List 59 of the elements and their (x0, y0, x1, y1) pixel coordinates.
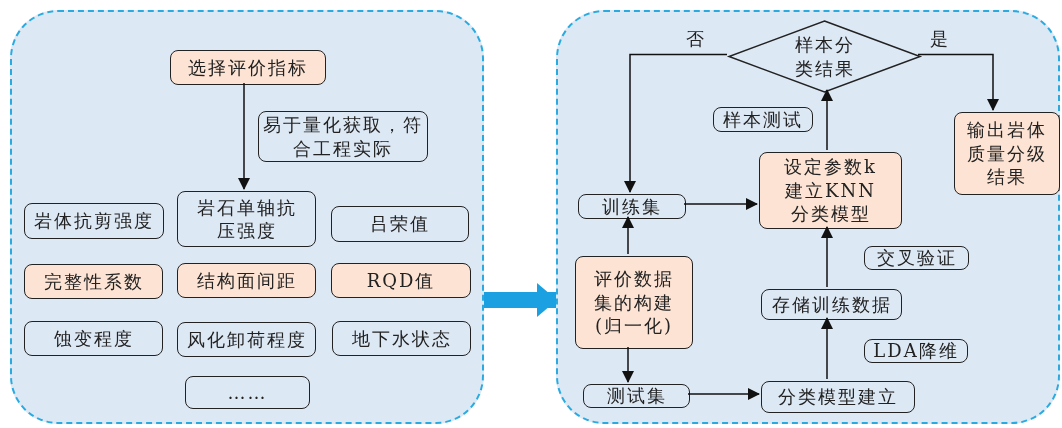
arrow (622, 346, 634, 383)
box-label: 评价数据集的构建(归一化) (593, 267, 675, 338)
text-box (177, 322, 316, 357)
box-label: …… (226, 380, 269, 405)
edge-label: 是 (928, 27, 950, 51)
text-box (24, 321, 163, 356)
text-box (332, 321, 471, 356)
process-box (177, 263, 316, 298)
text-box (761, 289, 902, 320)
text-box (864, 339, 968, 363)
box-label: RQD值 (365, 268, 437, 293)
box-label: 岩石单轴抗压强度 (195, 195, 298, 243)
box-label: 输出岩体质量分级结果 (966, 118, 1048, 189)
box-label: 样本测试 (722, 107, 804, 132)
process-box (575, 256, 693, 349)
box-label: 测试集 (605, 384, 668, 408)
text-box (864, 246, 969, 270)
box-label: 易于量化获取，符合工程实际 (262, 113, 424, 160)
arrow (687, 388, 760, 400)
text-box (185, 376, 310, 409)
text-box (331, 206, 469, 242)
decision-label: 样本分类结果 (793, 33, 856, 80)
box-label: 岩体抗剪强度 (33, 209, 155, 233)
box-label: 地下水状态 (350, 326, 453, 351)
process-box (954, 112, 1060, 195)
panel-background (10, 10, 484, 424)
panel-background (556, 10, 1060, 424)
box-label: 设定参数k建立KNN分类模型 (783, 155, 878, 226)
box-label: 结构面间距 (195, 268, 298, 293)
text-box (578, 194, 686, 219)
process-box (331, 263, 471, 298)
arrow (622, 216, 634, 255)
process-box (170, 50, 326, 85)
box-label: 分类模型建立 (777, 385, 899, 409)
arrow (238, 82, 250, 190)
box-label: 选择评价指标 (187, 55, 309, 80)
block-arrow (484, 283, 557, 317)
box-label: LDA降维 (872, 339, 960, 363)
arrow (917, 53, 999, 111)
decision-diamond (729, 21, 920, 92)
arrow (821, 317, 833, 380)
box-label: 交叉验证 (875, 246, 958, 270)
text-box (177, 191, 316, 247)
box-label: 存储训练数据 (770, 292, 893, 317)
box-label: 蚀变程度 (52, 326, 135, 351)
process-box (24, 264, 163, 299)
arrow (821, 226, 833, 288)
text-box (761, 381, 915, 413)
text-box (583, 384, 690, 408)
box-label: 训练集 (601, 194, 663, 219)
text-box (713, 107, 813, 132)
text-box (24, 203, 164, 239)
box-label: 风化卸荷程度 (185, 327, 308, 352)
box-label: 吕荣值 (369, 212, 431, 236)
box-label: 完整性系数 (42, 269, 145, 294)
arrow (624, 53, 728, 193)
arrow (683, 198, 758, 210)
arrow (821, 89, 833, 151)
process-box (759, 152, 902, 229)
